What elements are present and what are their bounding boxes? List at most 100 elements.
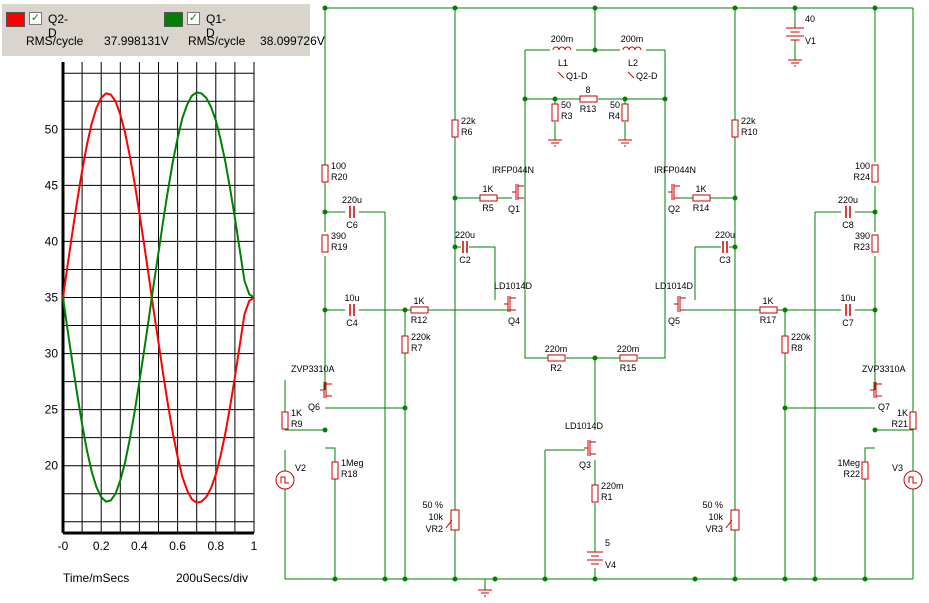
ground-icon [478,589,492,597]
transistor-ref: Q4 [508,316,520,326]
potentiometer-vr2[interactable] [450,509,460,531]
resistor-r18[interactable] [331,461,339,480]
component-value: 390 [855,231,870,241]
junction-dot [782,307,788,313]
resistor-r23[interactable] [871,234,879,253]
probe-label: Q1-D [566,71,588,81]
transistor-q7[interactable] [870,382,882,398]
transistor-q5[interactable] [674,296,686,312]
resistor-r21[interactable] [909,411,917,430]
junction-dot [522,96,528,102]
rms-label: RMS/cycle [188,34,246,48]
color-swatch-red[interactable] [6,12,25,27]
resistor-r3[interactable] [551,103,559,122]
transistor-q3[interactable] [584,440,596,456]
component-ref: C3 [719,255,731,265]
component-value: 1Meg [837,458,860,468]
y-tick-label: 30 [45,347,59,361]
checkbox-checked-icon[interactable]: ✓ [187,12,200,25]
component-ref: R22 [843,469,860,479]
resistor-r24[interactable] [871,164,879,183]
voltage-source-v3[interactable] [903,470,923,490]
battery-icon[interactable] [786,27,804,41]
ground-icon [618,139,632,147]
component-value: 220u [342,195,362,205]
transistor-model: LD1014D [655,281,694,291]
resistor-r2[interactable] [547,354,566,362]
resistor-r14[interactable] [692,194,711,202]
component-value: 8 [585,85,590,95]
junction-dot [812,576,818,582]
potentiometer-vr3[interactable] [730,509,740,531]
component-ref: R13 [580,104,597,114]
component-ref: R17 [760,315,777,325]
resistor-r4[interactable] [621,103,629,122]
component-ref: R3 [561,111,573,121]
component-value: 50 [610,100,620,110]
component-ref: R19 [331,242,348,252]
junction-dot [592,5,598,11]
component-ref: R15 [620,363,637,373]
color-swatch-green[interactable] [164,12,183,27]
probe-marker-icon[interactable] [627,71,635,79]
transistor-ref: Q7 [878,402,890,412]
inductor-l2[interactable] [622,46,642,51]
transistor-q6[interactable] [320,382,332,398]
junction-dot [402,405,408,411]
junction-dot [732,5,738,11]
transistor-q2[interactable] [668,184,680,200]
component-ref: R2 [550,363,562,373]
pot-ref: VR3 [705,524,723,534]
component-ref: R24 [853,172,870,182]
transistor-q1[interactable] [512,184,524,200]
resistor-r13[interactable] [579,95,598,103]
resistor-r5[interactable] [479,194,498,202]
junction-dot [552,96,558,102]
transistor-model: IRFP044N [492,165,534,175]
checkbox-checked-icon[interactable]: ✓ [29,12,42,25]
pot-percent: 50 % [422,500,443,510]
junction-dot [592,47,598,53]
resistor-r6[interactable] [451,119,459,138]
resistor-r22[interactable] [861,461,869,480]
transistor-ref: Q3 [579,460,591,470]
junction-dot [782,576,788,582]
junction-dot [872,209,878,215]
component-ref: R7 [411,343,423,353]
battery-icon[interactable] [587,551,603,565]
ground-icon [788,59,802,67]
x-tick-label: 0.4 [131,539,148,553]
resistor-r8[interactable] [781,335,789,354]
component-ref: R10 [741,127,758,137]
pot-percent: 50 % [702,500,723,510]
resistor-r12[interactable] [410,306,429,314]
pot-ref: VR2 [425,524,443,534]
component-value: 22k [741,116,756,126]
x-tick-label: 0.6 [169,539,186,553]
probe-marker-icon[interactable] [557,71,565,79]
x-tick-label: -0 [58,539,69,553]
junction-dot [792,5,798,11]
component-value: 22k [461,116,476,126]
component-value: 220u [455,230,475,240]
resistor-r20[interactable] [321,164,329,183]
resistor-r7[interactable] [401,335,409,354]
resistor-r19[interactable] [321,234,329,253]
junction-dot [492,576,498,582]
y-tick-label: 35 [45,291,59,305]
resistor-r10[interactable] [731,119,739,138]
resistor-r17[interactable] [759,306,778,314]
component-ref: R20 [331,172,348,182]
transistor-q4[interactable] [504,296,516,312]
legend-label: Q2-D [48,12,69,40]
component-value: 1K [897,408,908,418]
component-ref: L1 [558,58,568,68]
probe-label: Q2-D [636,71,658,81]
inductor-l1[interactable] [552,46,572,51]
component-value: 10u [840,293,855,303]
component-value: 200m [621,34,644,44]
resistor-r15[interactable] [619,354,638,362]
resistor-r1[interactable] [591,484,599,503]
y-tick-label: 50 [45,122,59,136]
junction-dot [452,576,458,582]
